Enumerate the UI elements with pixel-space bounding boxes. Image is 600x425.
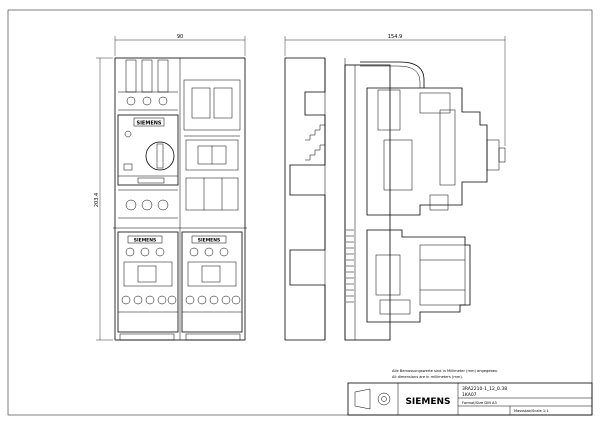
drawing-frame bbox=[7, 9, 593, 416]
height-dimension: 203.4 bbox=[94, 193, 100, 207]
width-dimension: 90 bbox=[177, 34, 183, 40]
ribs bbox=[346, 229, 354, 303]
side-dimensions: 154.9 bbox=[284, 34, 506, 146]
right-contactor-brand: SIEMENS bbox=[198, 238, 221, 244]
circuit-breaker: SIEMENS bbox=[117, 114, 179, 186]
projection-symbol bbox=[354, 388, 391, 410]
breaker-brand-plate bbox=[133, 117, 165, 127]
contactor-left: SIEMENS bbox=[117, 231, 179, 333]
contactor-block-side bbox=[366, 229, 471, 323]
contactor-right: SIEMENS bbox=[181, 231, 243, 333]
handle-arc bbox=[360, 61, 425, 88]
top-terminals bbox=[118, 59, 178, 111]
top-device-brand: SIEMENS bbox=[136, 121, 161, 127]
part-number-2: 1KA07 bbox=[462, 392, 477, 398]
part-number: 3RA2210-1_12_0.38 bbox=[462, 386, 507, 392]
depth-dimension: 154.9 bbox=[388, 34, 402, 40]
middle-terminals bbox=[118, 189, 178, 219]
left-contactor-brand: SIEMENS bbox=[134, 238, 157, 244]
scale: Massstab/Scale 1:1 bbox=[514, 409, 549, 413]
mounting-plate bbox=[284, 57, 326, 341]
front-view: SIEMENS bbox=[113, 57, 247, 341]
front-dimensions: 90 203.4 bbox=[94, 34, 246, 341]
breaker-block-side bbox=[366, 87, 488, 216]
side-view bbox=[284, 57, 506, 341]
format-size: Format/Size DIN A3 bbox=[462, 401, 497, 405]
link-module bbox=[183, 79, 241, 211]
title-block: Alle Bemassungswerte sind in Millimeter … bbox=[347, 369, 593, 416]
title-block-brand: SIEMENS bbox=[405, 397, 450, 407]
note-english: All dimensions are in millimeters (mm). bbox=[392, 375, 463, 379]
note-german: Alle Bemassungswerte sind in Millimeter … bbox=[392, 369, 498, 373]
rotary-knob bbox=[145, 141, 175, 171]
device-body-side bbox=[344, 64, 391, 341]
knob-shaft bbox=[486, 139, 500, 171]
